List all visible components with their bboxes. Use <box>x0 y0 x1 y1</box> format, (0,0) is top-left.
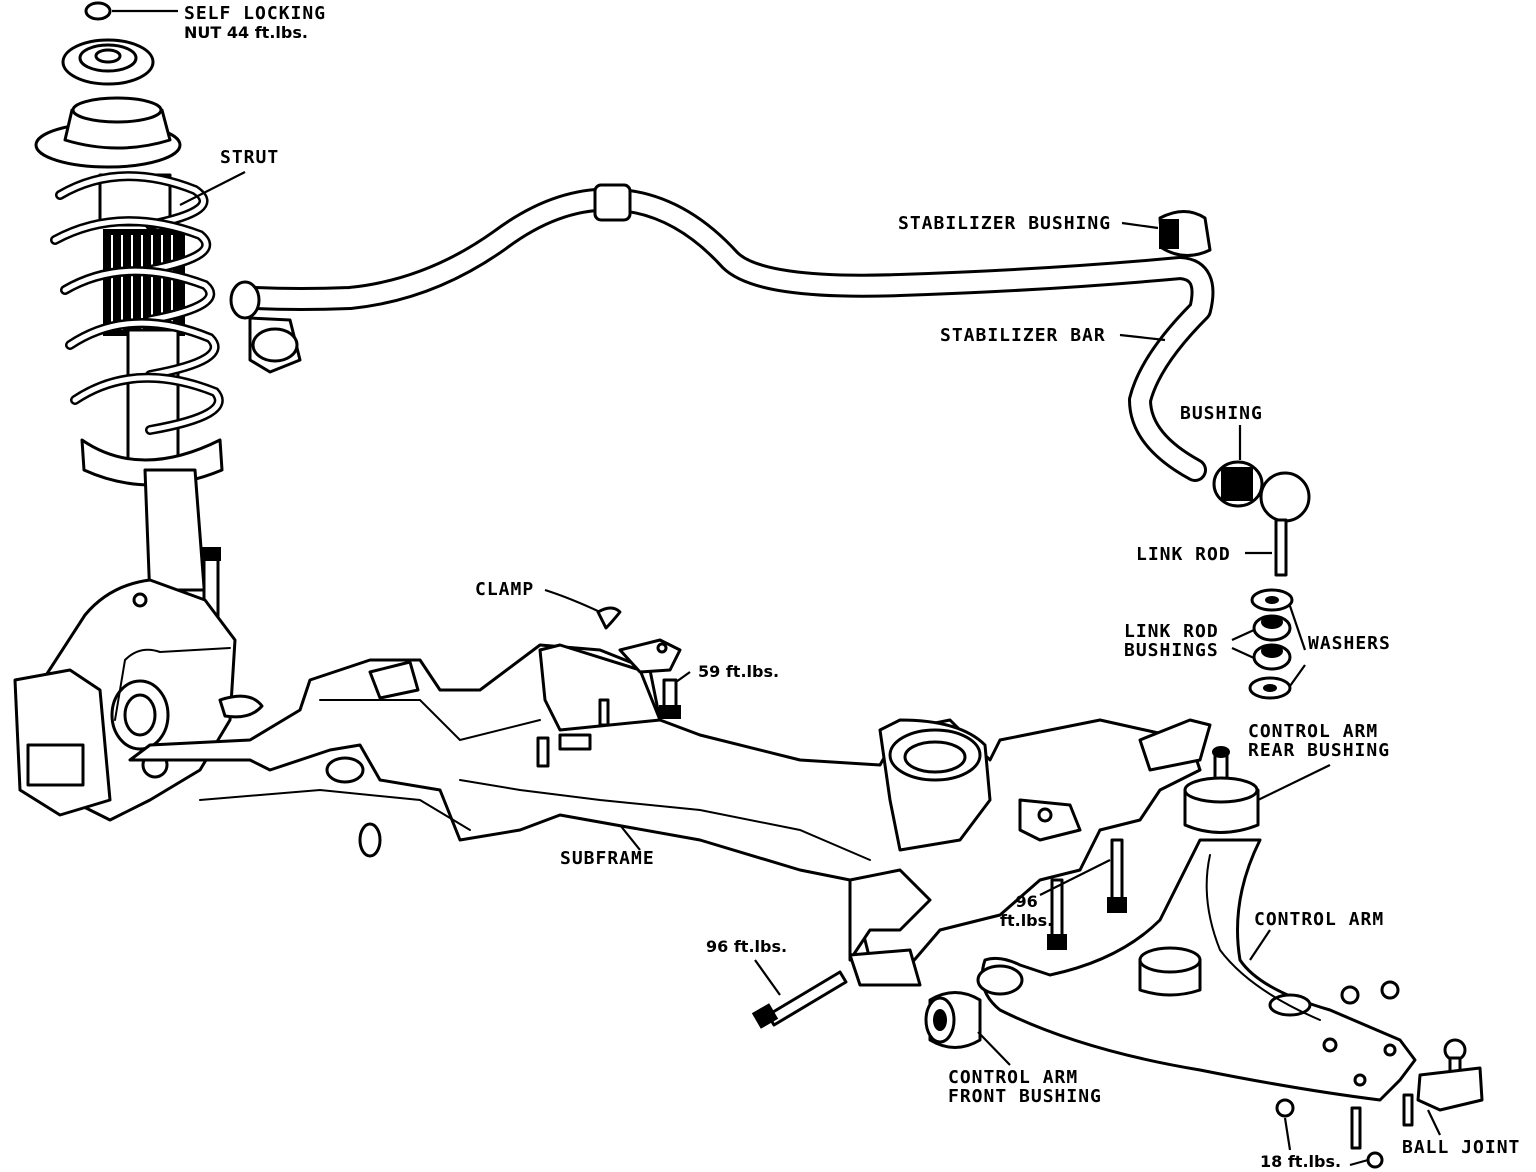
stabilizer-bushing-part <box>1121 210 1212 257</box>
label-link-rod-bushings-line2: BUSHINGS <box>1124 640 1219 661</box>
label-control-arm-front-bushing-line1: CONTROL ARM <box>948 1067 1079 1088</box>
label-subframe: SUBFRAME <box>560 848 655 869</box>
label-bushing: BUSHING <box>1180 403 1263 424</box>
label-control-arm-rear-bushing: CONTROL ARM REAR BUSHING <box>1248 722 1390 760</box>
label-control-arm: CONTROL ARM <box>1254 909 1385 930</box>
stabilizer-bar <box>229 183 1215 482</box>
label-washers: WASHERS <box>1308 633 1391 654</box>
clamp-part <box>544 588 622 630</box>
steering-knuckle <box>13 578 264 822</box>
upper-strut-mount <box>34 38 182 169</box>
label-stabilizer-bushing: STABILIZER BUSHING <box>898 213 1112 234</box>
label-self-locking-nut: SELF LOCKING NUT 44 ft.lbs. <box>184 4 326 42</box>
label-ball-joint: BALL JOINT <box>1402 1137 1521 1158</box>
control-arm-part <box>976 838 1417 1102</box>
bolt-96-left <box>751 959 848 1029</box>
label-stabilizer-bar: STABILIZER BAR <box>940 325 1106 346</box>
bolt-59 <box>659 671 691 719</box>
strut-assembly <box>50 171 246 647</box>
label-control-arm-front-bushing-line2: FRONT BUSHING <box>948 1086 1102 1107</box>
ball-joint-part <box>1275 980 1484 1169</box>
label-torque-59: 59 ft.lbs. <box>698 662 780 681</box>
label-torque-18: 18 ft.lbs. <box>1260 1152 1342 1171</box>
label-self-locking-nut-line2: NUT 44 ft.lbs. <box>184 23 308 42</box>
label-self-locking-nut-line1: SELF LOCKING <box>184 3 327 24</box>
label-link-rod: LINK ROD <box>1136 544 1231 565</box>
control-arm-rear-bushing-part <box>1183 746 1331 834</box>
subframe-part <box>128 638 1212 987</box>
control-arm-front-bushing-part <box>924 991 1011 1066</box>
label-torque-96-center-line1: 96 <box>1015 892 1038 911</box>
label-torque-96-left: 96 ft.lbs. <box>706 937 788 956</box>
link-rod-part <box>1245 518 1288 577</box>
label-strut: STRUT <box>220 147 280 168</box>
washers-and-link-bushings <box>1231 588 1307 700</box>
label-torque-96-center: 96 ft.lbs. <box>1000 892 1053 930</box>
label-link-rod-bushings-line1: LINK ROD <box>1124 621 1219 642</box>
bolts-96-center <box>1039 838 1127 950</box>
label-control-arm-rear-bushing-line1: CONTROL ARM <box>1248 721 1379 742</box>
self-locking-nut <box>84 1 178 21</box>
label-control-arm-rear-bushing-line2: REAR BUSHING <box>1248 740 1391 761</box>
link-bushing-part <box>1212 425 1311 523</box>
label-control-arm-front-bushing: CONTROL ARM FRONT BUSHING <box>948 1068 1102 1106</box>
label-torque-96-center-line2: ft.lbs. <box>1000 911 1054 930</box>
label-clamp: CLAMP <box>475 579 535 600</box>
label-link-rod-bushings: LINK ROD BUSHINGS <box>1124 622 1219 660</box>
